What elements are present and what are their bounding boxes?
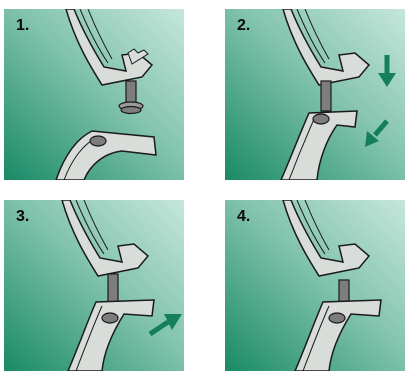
step-number: 1. [16, 17, 30, 34]
step-1-panel: 1. [4, 9, 184, 180]
arrow-down-icon [378, 55, 396, 87]
pin [320, 80, 332, 112]
upper-arm [282, 9, 371, 86]
step-2-illustration [225, 9, 405, 180]
upper-arm [282, 200, 371, 277]
lower-arm [55, 130, 157, 180]
step-number: 2. [237, 17, 251, 34]
step-number: 3. [16, 208, 30, 225]
upper-arm [61, 200, 150, 277]
step-4-panel: 4. [225, 200, 405, 371]
lower-arm [67, 299, 155, 371]
arrow-down-left-icon [365, 119, 389, 147]
step-number: 4. [237, 208, 251, 225]
step-3-illustration [4, 200, 184, 371]
arrow-up-right-icon [148, 314, 182, 337]
lower-arm [280, 110, 358, 180]
upper-arm [65, 9, 154, 86]
lower-arm [294, 299, 382, 371]
step-2-panel: 2. [225, 9, 405, 180]
step-3-panel: 3. [4, 200, 184, 371]
step-4-illustration [225, 200, 405, 371]
step-1-illustration [4, 9, 184, 180]
